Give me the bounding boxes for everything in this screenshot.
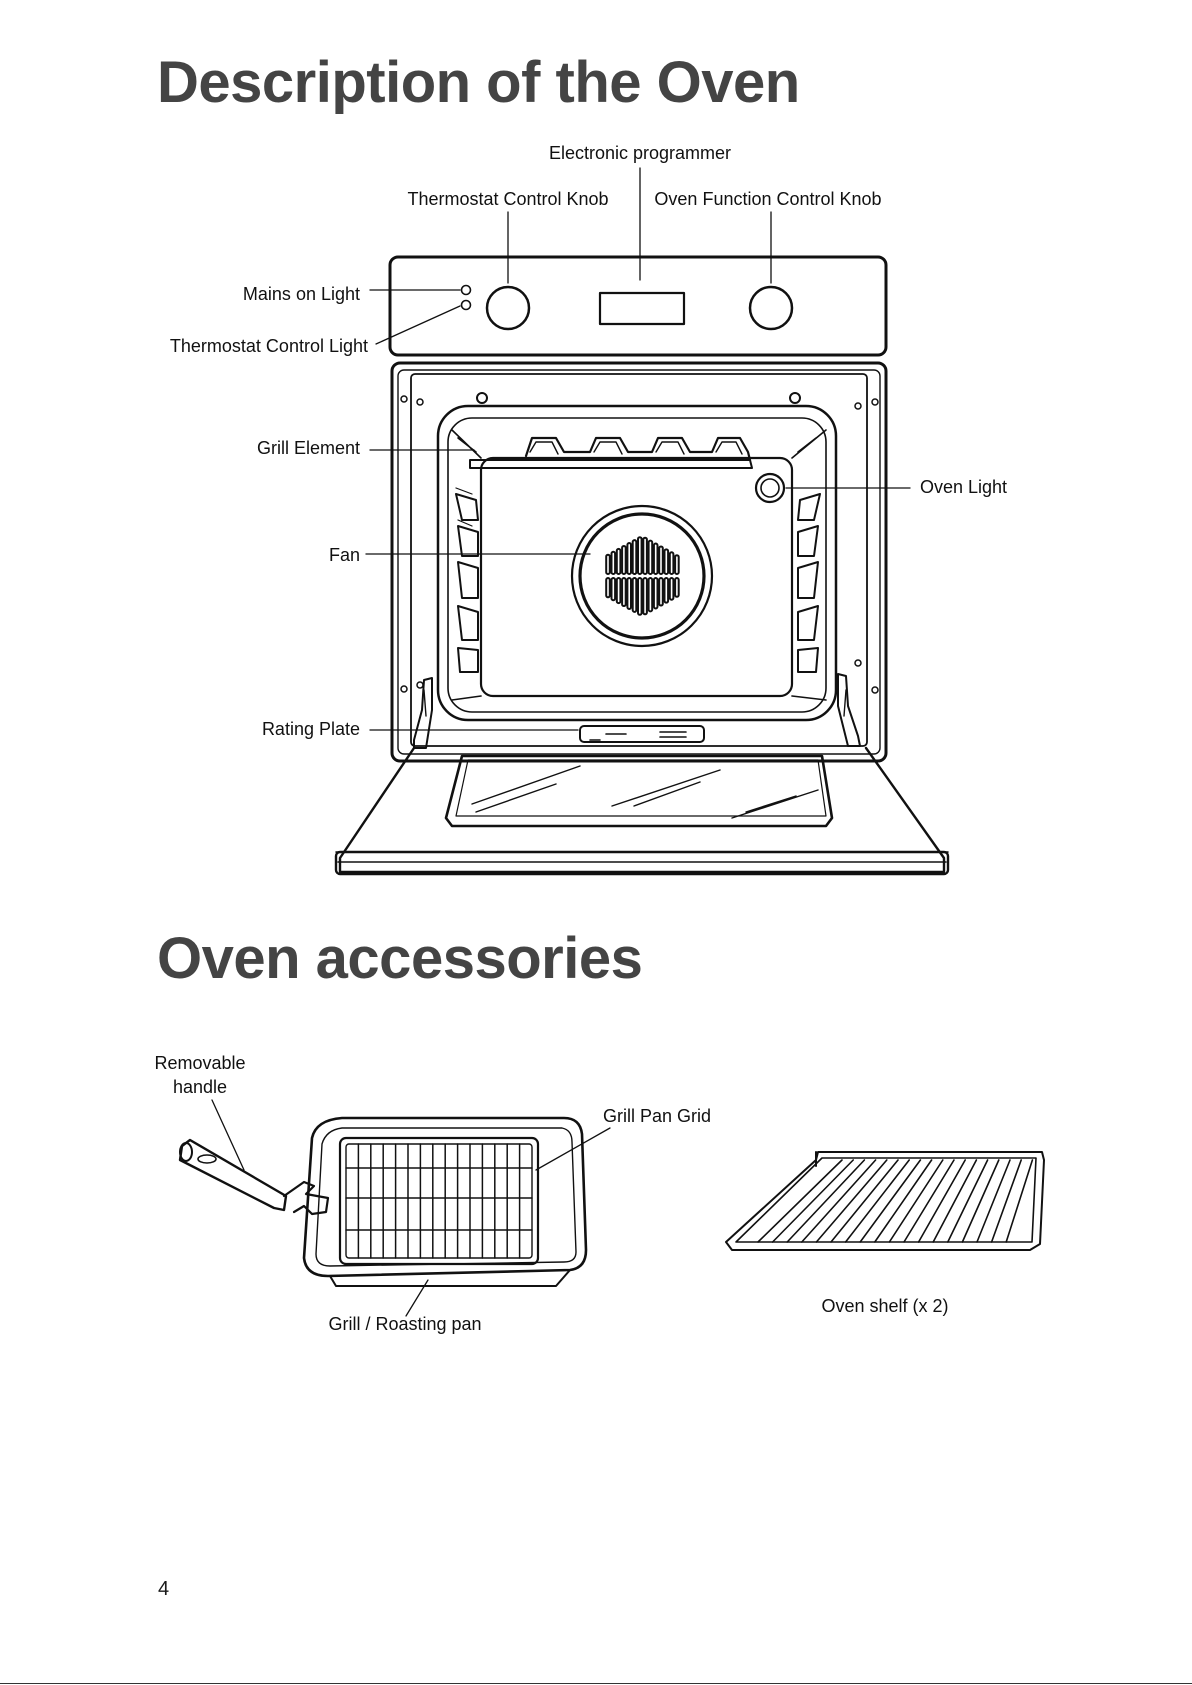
fan-slot [606, 555, 610, 574]
label-grill-element: Grill Element [160, 439, 360, 457]
oven-door [340, 748, 944, 872]
label-removable-handle: Removable handle [140, 1051, 260, 1099]
label-oven-light: Oven Light [920, 478, 1007, 496]
footer-rule [0, 1683, 1192, 1684]
shelf-bar [948, 1160, 988, 1242]
fan-slot [617, 578, 621, 603]
grill-pan-grid [340, 1138, 538, 1264]
fan-slot [612, 552, 616, 574]
fan-slot [665, 578, 669, 603]
programmer-display [600, 293, 684, 324]
fan-slot [670, 552, 674, 574]
fan-slot [665, 549, 669, 574]
fan-slot [622, 546, 626, 574]
fan-slot [638, 578, 642, 615]
fan-slot [670, 578, 674, 600]
shelf-bar [962, 1160, 998, 1242]
fan-slot [649, 541, 653, 574]
label-fan: Fan [160, 546, 360, 564]
shelf-bar [831, 1160, 898, 1242]
fan-slot [659, 546, 663, 574]
shelf-bar [773, 1160, 854, 1242]
shelf-bar [846, 1160, 910, 1242]
label-thermostat-control-light: Thermostat Control Light [120, 337, 368, 355]
page-number: 4 [158, 1578, 169, 1601]
fan-slot [649, 578, 653, 611]
shelf-bar [977, 1160, 1010, 1242]
shelf-bar [1006, 1160, 1032, 1242]
fan-slot [643, 538, 647, 574]
fan-slot [675, 555, 679, 574]
shelf-bar [860, 1160, 920, 1242]
left-hinge [414, 678, 432, 748]
label-removable-handle-line2: handle [140, 1075, 260, 1099]
label-mains-on-light: Mains on Light [160, 285, 360, 303]
fan-slot [654, 578, 658, 608]
label-thermostat-control-knob: Thermostat Control Knob [398, 190, 618, 208]
shelf-bar [919, 1160, 966, 1242]
right-shelf-runners [798, 494, 820, 672]
fan-icon [572, 506, 712, 646]
shelf-bar [875, 1160, 932, 1242]
label-removable-handle-line1: Removable [140, 1051, 260, 1075]
shelf-bar [904, 1160, 954, 1242]
oven-shelf-icon [726, 1152, 1044, 1250]
label-grill-pan-grid: Grill Pan Grid [603, 1107, 711, 1125]
shelf-bar [992, 1160, 1022, 1242]
grill-element [526, 438, 750, 460]
section-title-accessories: Oven accessories [157, 930, 642, 988]
fan-slot [612, 578, 616, 600]
fan-slot [638, 537, 642, 574]
fan-slot [627, 543, 631, 574]
label-grill-roasting-pan: Grill / Roasting pan [310, 1315, 500, 1333]
fan-slot [622, 578, 626, 606]
shelf-bar [758, 1160, 842, 1242]
thermostat-knob-icon [487, 287, 529, 329]
shelf-bar [816, 1160, 886, 1242]
fan-slot [675, 578, 679, 597]
shelf-bar [933, 1160, 976, 1242]
fan-slot [633, 540, 637, 574]
right-hinge [838, 674, 860, 746]
grill-roasting-pan-icon [304, 1118, 586, 1286]
fan-slot [627, 578, 631, 609]
function-knob-icon [750, 287, 792, 329]
shelf-bar [889, 1160, 942, 1242]
control-panel [390, 257, 886, 355]
fan-slot [659, 578, 663, 606]
thermostat-control-light-icon [462, 301, 471, 310]
fan-slot [654, 544, 658, 574]
label-rating-plate: Rating Plate [160, 720, 360, 738]
shelf-bar [802, 1160, 876, 1242]
left-shelf-runners [456, 488, 478, 672]
fan-slot [617, 549, 621, 574]
label-oven-function-control-knob: Oven Function Control Knob [648, 190, 888, 208]
removable-handle-icon [180, 1140, 328, 1214]
fan-slot [633, 578, 637, 612]
fan-slot [643, 578, 647, 614]
mains-on-light-icon [462, 286, 471, 295]
shelf-bar [787, 1160, 864, 1242]
fan-slot [606, 578, 610, 597]
label-electronic-programmer: Electronic programmer [540, 144, 740, 162]
label-oven-shelf: Oven shelf (x 2) [800, 1297, 970, 1315]
